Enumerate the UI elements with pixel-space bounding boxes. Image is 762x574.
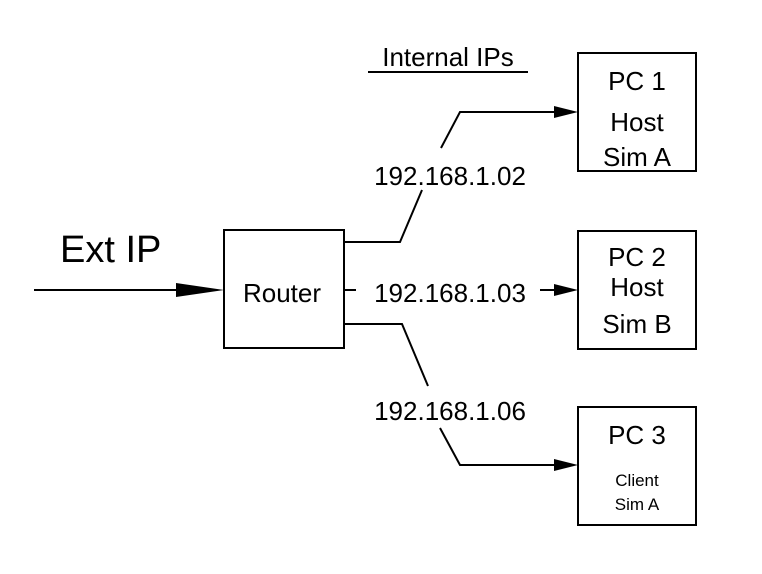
pc1-role: Host xyxy=(610,107,664,137)
pc2-name: PC 2 xyxy=(608,242,666,272)
link-pc2-arrow-head xyxy=(554,284,578,296)
link-pc3-wire xyxy=(344,323,429,387)
pc1-sim: Sim A xyxy=(603,142,672,172)
ext-ip-label: Ext IP xyxy=(60,229,161,271)
pc3-sim: Sim A xyxy=(615,495,660,514)
router-box xyxy=(223,229,345,349)
link-pc1-arrow-head xyxy=(554,106,578,118)
link-pc3-ip: 192.168.1.06 xyxy=(374,396,526,426)
pc1-name: PC 1 xyxy=(608,66,666,96)
link-pc3-wire-lower xyxy=(439,427,560,466)
ext-ip-arrow-head xyxy=(176,283,224,297)
section-title: Internal IPs xyxy=(382,42,514,72)
link-pc1-wire-upper xyxy=(440,111,560,149)
pc3-box xyxy=(577,406,697,526)
link-pc1-ip: 192.168.1.02 xyxy=(374,161,526,191)
pc1-box xyxy=(577,52,697,172)
link-pc2-ip: 192.168.1.03 xyxy=(374,278,526,308)
pc2-role: Host xyxy=(610,272,664,302)
pc2-sim: Sim B xyxy=(602,309,671,339)
pc3-name: PC 3 xyxy=(608,420,666,450)
router-label: Router xyxy=(243,278,321,308)
link-pc1-wire xyxy=(344,189,423,243)
pc2-box xyxy=(577,230,697,350)
link-pc3-arrow-head xyxy=(554,459,578,471)
pc3-role: Client xyxy=(615,471,659,490)
